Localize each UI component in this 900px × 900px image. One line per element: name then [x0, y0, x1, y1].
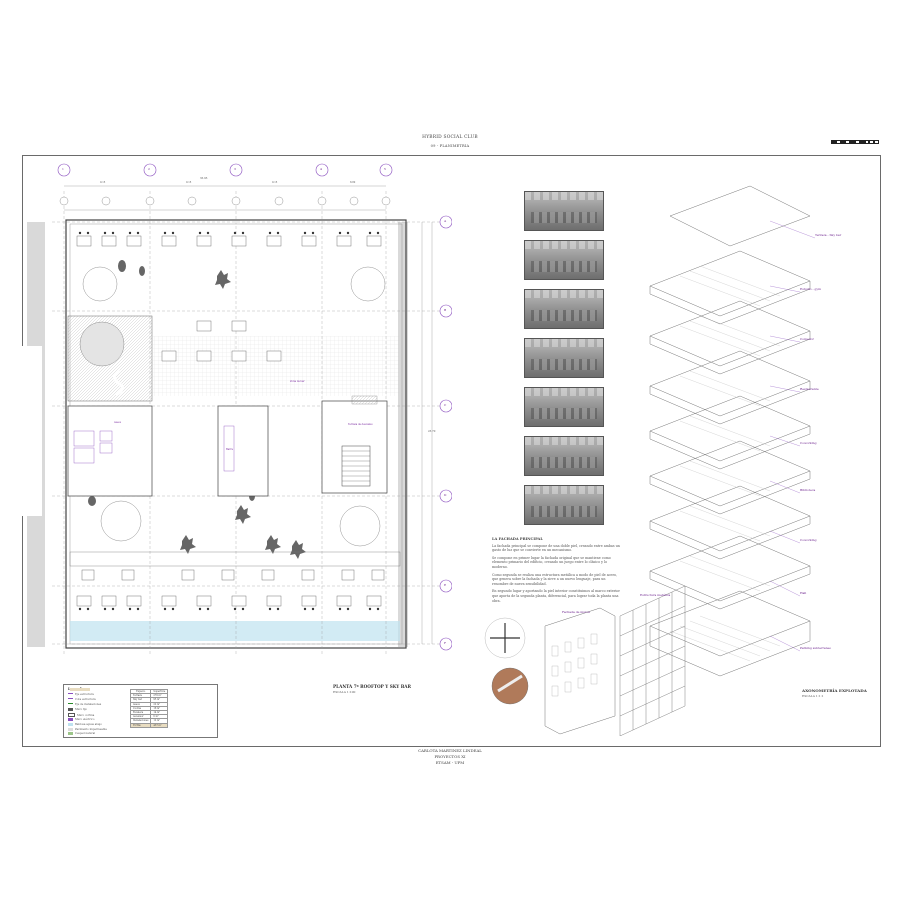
axis-f: F — [444, 641, 447, 645]
render-image — [524, 191, 604, 231]
level-label: Restaurante — [800, 387, 819, 391]
render-image — [524, 289, 604, 329]
legend-swatch-block — [70, 688, 90, 691]
legend-item: Muro eléctrico — [68, 718, 94, 721]
render-image — [524, 485, 604, 525]
plan-scale: ESCALA 1:100 — [333, 690, 356, 694]
room-tag-bar: Zona de bar — [290, 380, 305, 383]
overall-dimension: 35.95 — [200, 177, 208, 180]
legend-item: Eje de instalaciones — [68, 703, 101, 706]
level-label: Hall — [800, 591, 807, 595]
facade-paragraph: Como segunda se realiza una estructura m… — [492, 572, 618, 586]
legend-item: Baldosa aguas abajo — [68, 723, 102, 726]
dim-4: 8.80 — [350, 181, 356, 184]
axis-d: D — [444, 493, 447, 497]
level-label: Terraza - Sky bar — [815, 233, 842, 237]
dim-1: 9.15 — [100, 181, 106, 184]
axis-2: 2 — [148, 167, 150, 171]
footer-year: ETSAM - UPM — [435, 760, 465, 765]
legend-item: Muro cortina — [68, 713, 94, 718]
side-dimension: 23.70 — [428, 430, 436, 433]
legend-item: Cesped natural — [68, 732, 95, 735]
render-image — [524, 387, 604, 427]
footer-subject: PROYECTOS XI — [434, 754, 466, 759]
room-tag-aseos: Aseos — [114, 421, 122, 424]
axis-5: 5 — [384, 167, 386, 171]
axis-e: E — [444, 583, 447, 587]
facade-heading: LA FACHADA PRINCIPAL — [492, 537, 543, 541]
axis-c: C — [444, 403, 447, 407]
room-tag-barra: Barra — [226, 448, 233, 451]
axonometric-title: AXONOMETRÍA EXPLOTADA — [802, 688, 867, 693]
scale-bar — [831, 140, 879, 144]
legend-item: Eje estructura — [68, 693, 94, 696]
axis-4: 4 — [320, 167, 322, 171]
facade-paragraph: En segundo lugar y aportando la piel int… — [492, 589, 620, 603]
level-label: Coworking — [800, 538, 817, 542]
legend-box: Leyenda Eje estructura Cota estructura E… — [63, 684, 218, 738]
footer-author: CARLOTA MARTINEZ LINDEAL — [418, 748, 482, 753]
facade-label-metal: Estructura metálica — [640, 593, 671, 597]
plan-title: PLANTA 7ª ROOFTOP Y SKY BAR — [333, 684, 412, 689]
level-label: Coworking — [800, 441, 817, 445]
level-label: Biblioteca — [800, 488, 816, 492]
level-label: Parking subterraneo — [800, 646, 832, 650]
exploded-axonometric — [484, 185, 816, 736]
axis-3: 3 — [234, 167, 236, 171]
level-label: Estudio - gym — [800, 287, 821, 291]
render-image — [524, 436, 604, 476]
axonometric-scale: ESCALA 1:1:1 — [802, 694, 824, 698]
sheet-subtitle: 09 - PLANIMETRIA — [430, 144, 470, 148]
axis-a: A — [444, 219, 447, 223]
axis-b: B — [444, 308, 447, 312]
floor-plan — [22, 163, 452, 656]
level-label: Comedor — [800, 337, 814, 341]
render-image — [524, 240, 604, 280]
axis-1: 1 — [62, 167, 64, 171]
render-image — [524, 338, 604, 378]
room-tag-terraza: Terraza de descanso — [348, 423, 373, 426]
facade-paragraph: La fachada principal se compone de una d… — [492, 543, 620, 553]
project-title: HYBRID SOCIAL CLUB — [422, 135, 478, 140]
facade-label-original: Fachada de muros — [562, 610, 590, 614]
dim-2: 9.15 — [186, 181, 192, 184]
facade-paragraph: Se compone en primer lugar la fachada or… — [492, 555, 611, 569]
dim-3: 9.15 — [272, 181, 278, 184]
facade-description: LA FACHADA PRINCIPAL La fachada principa… — [492, 537, 622, 606]
render-gallery — [524, 191, 604, 534]
legend-item: Muro fijo — [68, 708, 87, 711]
legend-item: Pavimento impermeable — [68, 728, 107, 731]
legend-item: Cota estructura — [68, 698, 96, 701]
